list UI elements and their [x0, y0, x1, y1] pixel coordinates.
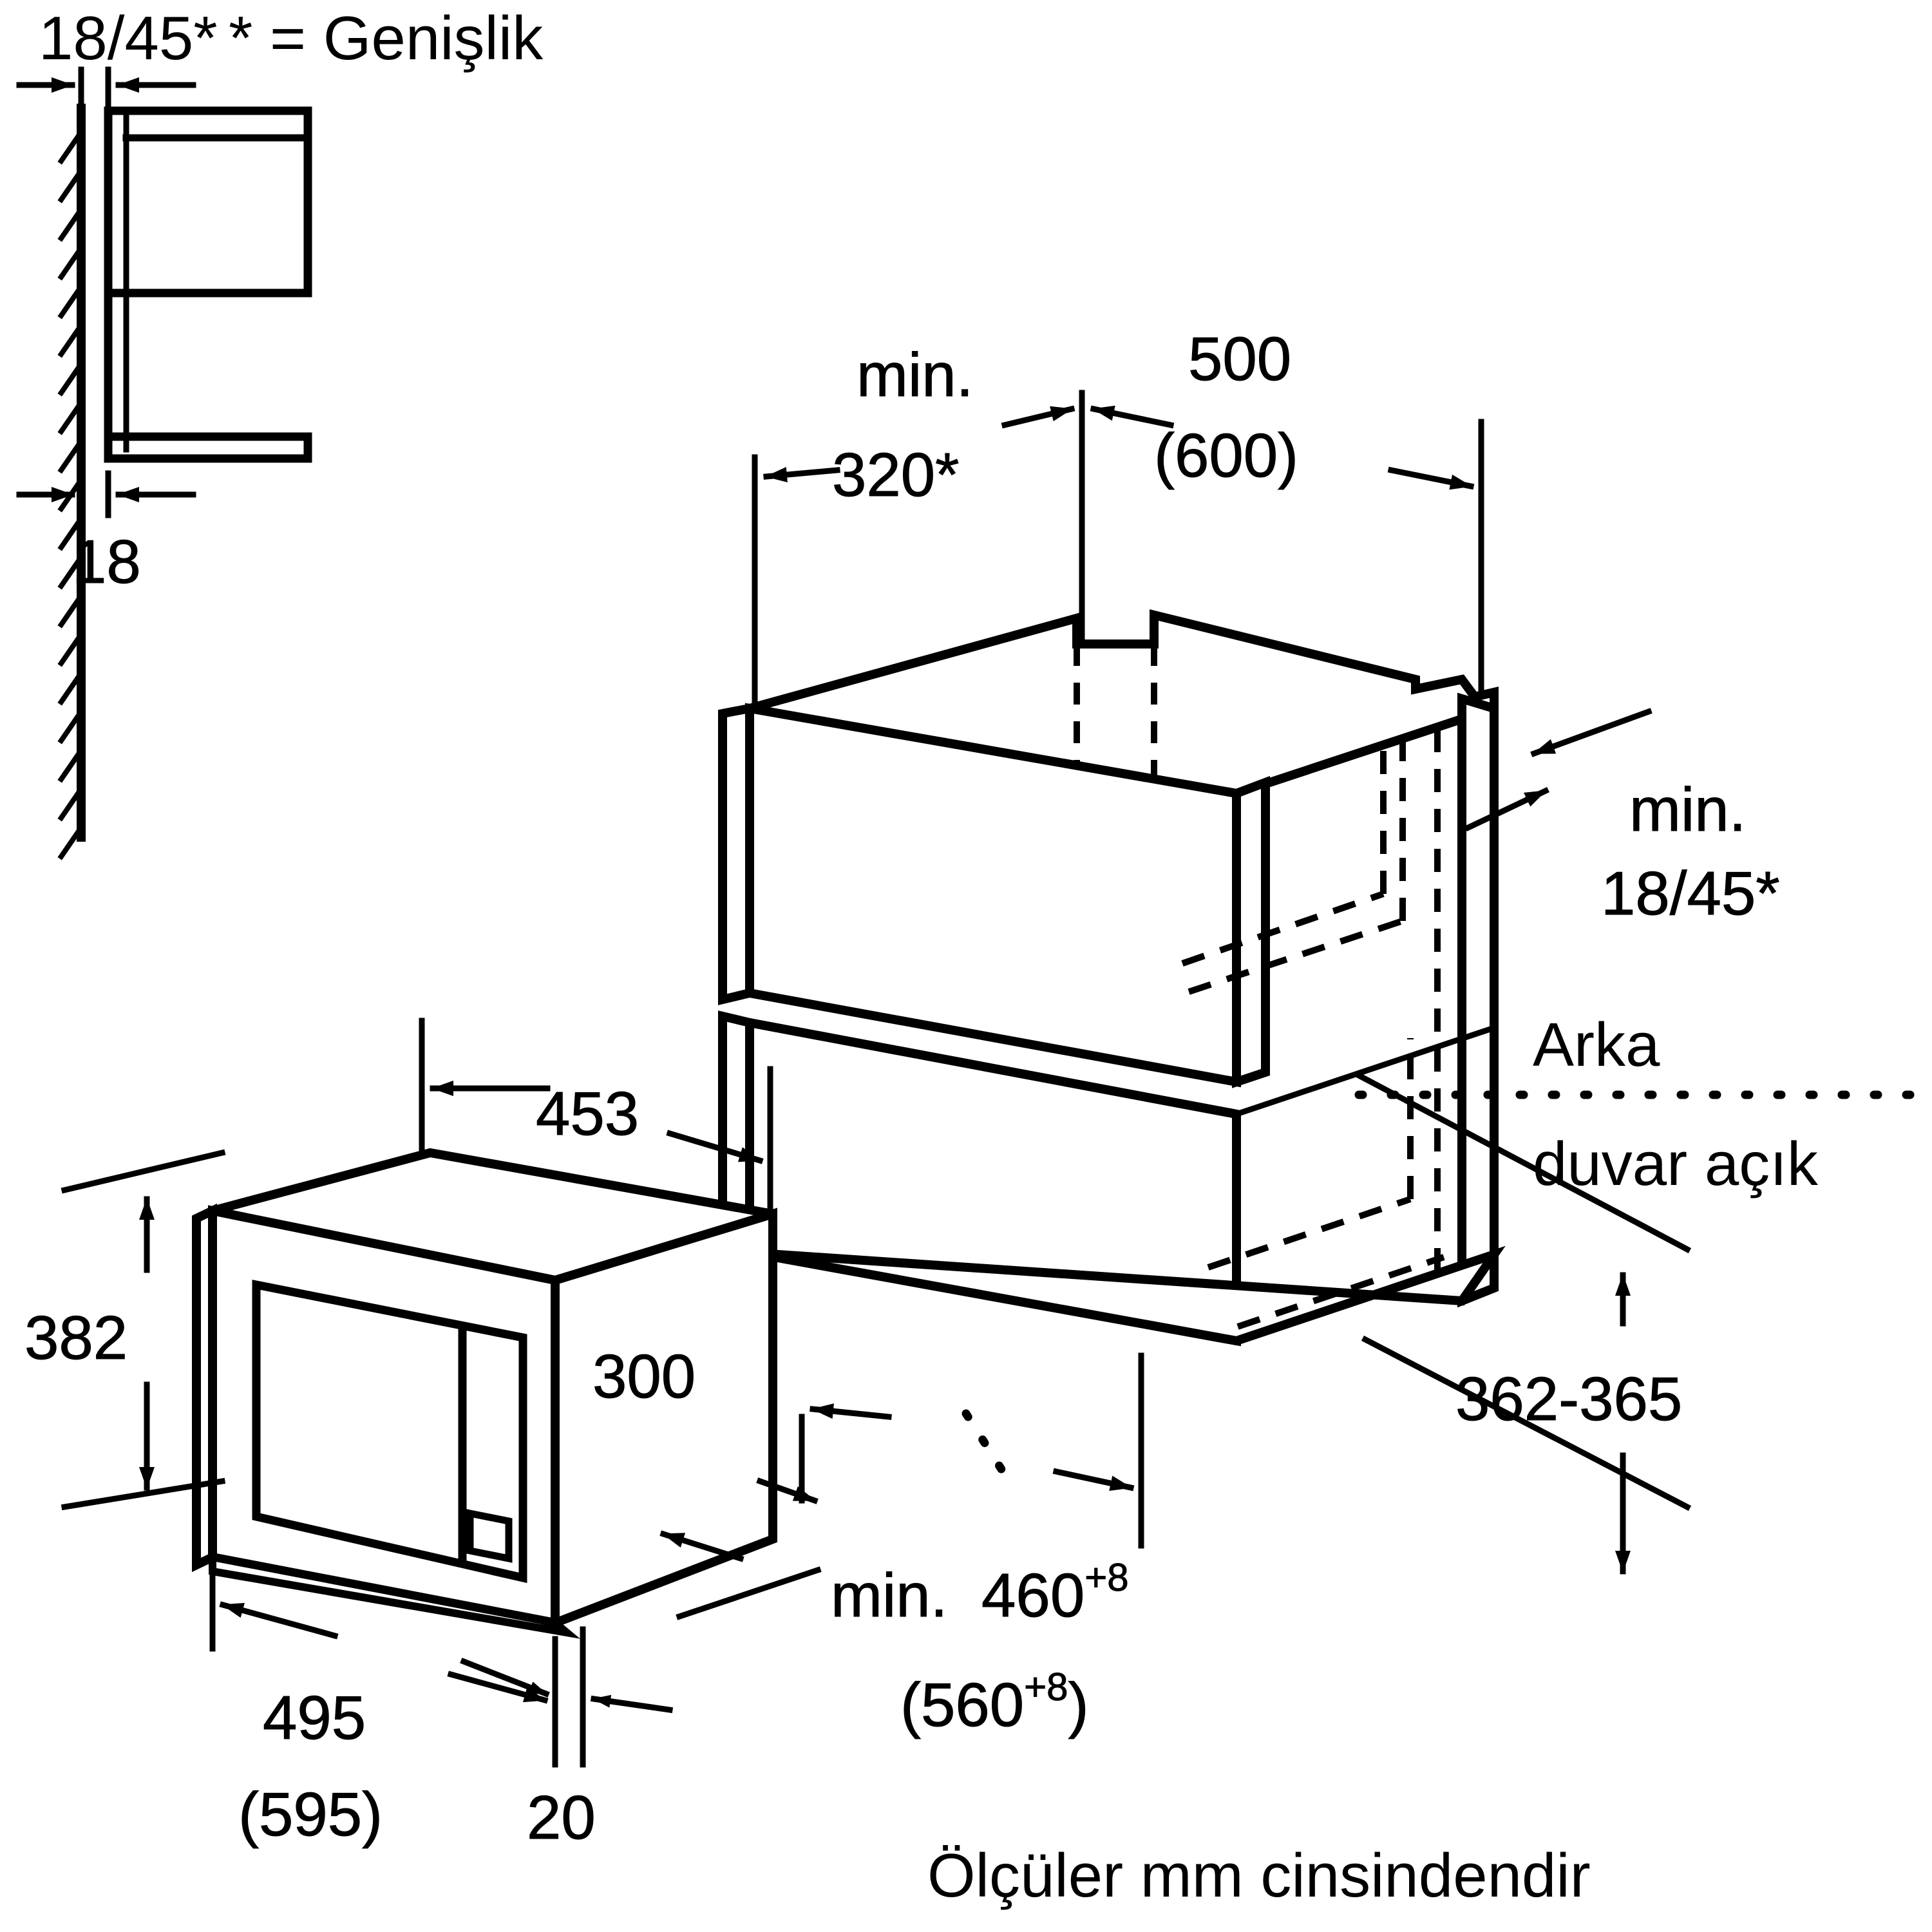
- back-wall-note-line1: Arka: [1533, 1010, 1660, 1079]
- appliance-depth-dimension: 453: [419, 1018, 773, 1269]
- dim-arrow-500-left: [1090, 405, 1175, 429]
- microwave-oven-isometric: [192, 1148, 777, 1639]
- niche-height-dimension: 362-365: [1354, 1071, 1692, 1575]
- dim-arrow-320-right: [1001, 405, 1075, 429]
- dim-460-arrow-left: [810, 1403, 892, 1420]
- niche-height-ext-upper: [1354, 1071, 1692, 1254]
- niche-upper-left-board: [718, 703, 754, 1005]
- oven-latch-button: [466, 1509, 513, 1563]
- back-wall-note-line2: duvar açık: [1533, 1130, 1819, 1198]
- oven-right-face: [551, 1208, 777, 1630]
- header-legend: * = Genişlik: [229, 4, 544, 73]
- side-clearance-value: 18/45*: [1601, 859, 1780, 928]
- dim-495-label: 495: [263, 1683, 366, 1752]
- dim-560-alt: (560+8): [900, 1665, 1089, 1739]
- dim-300-ext: [676, 1566, 822, 1620]
- oven-door-inner-frame: [252, 1280, 527, 1584]
- dim-600-value: (600): [1154, 421, 1298, 490]
- plan-upper-cabinet-outer: [104, 106, 312, 298]
- niche-mid-shelf-front: [748, 1018, 1238, 1119]
- dim-20-arrow-left: [460, 1658, 550, 1698]
- dim-300-label: 300: [592, 1342, 696, 1411]
- dim-20-label: 20: [527, 1783, 596, 1852]
- dim-320-value: 320*: [832, 440, 960, 509]
- niche-top-dimension-chain: min. 320* 500 (600): [752, 325, 1484, 737]
- header-left-dimension: 18/45*: [39, 4, 218, 73]
- niche-height-ext-lower: [1361, 1335, 1692, 1511]
- plan-bottom-dimension-label: 18: [72, 527, 141, 596]
- appliance-body-height-dimension: 300: [592, 1342, 822, 1620]
- niche-hidden-notch-lines: [1074, 644, 1157, 776]
- niche-mid-shelf-side: [1235, 1025, 1495, 1117]
- oven-door-thickness: [192, 1203, 217, 1573]
- niche-right-outer-panel: [1457, 692, 1499, 1308]
- niche-hidden-lower-inner: [1207, 1038, 1445, 1330]
- back-wall-note: Arka duvar açık: [1533, 1010, 1819, 1198]
- side-clearance-dimension: min. 18/45*: [1464, 708, 1780, 929]
- dim-arrow-320-left: [763, 467, 840, 483]
- dim-300-arrow-left: [659, 1530, 744, 1562]
- dim-460-dotted-leader: [961, 1409, 1016, 1489]
- cabinet-niche-isometric: [718, 609, 1930, 1347]
- side-clearance-prefix: min.: [1629, 775, 1746, 844]
- dim-382-ext-top: [61, 1149, 226, 1194]
- dim-300-arrow-right: [756, 1477, 819, 1504]
- dim-320-prefix: min.: [857, 341, 973, 410]
- dim-arrow-500-right: [1387, 466, 1475, 490]
- niche-upper-right-board: [1232, 775, 1270, 1088]
- dim-595-label: (595): [238, 1780, 383, 1849]
- dim-495-arrow-right: [447, 1671, 549, 1704]
- dim-20-arrow-right: [590, 1694, 674, 1714]
- dim-500-value: 500: [1188, 325, 1291, 393]
- wall-hatch: [57, 128, 85, 860]
- dim-460-prefix: min. 460+8: [831, 1556, 1129, 1630]
- dim-495-arrow-left: [219, 1601, 339, 1640]
- dim-382-ext-bottom: [61, 1477, 226, 1511]
- dim-453-arrow-right: [666, 1130, 764, 1164]
- niche-floor-slab: [748, 1245, 1506, 1346]
- niche-depth-bottom-dimension: min. 460+8 (560+8): [799, 1352, 1144, 1740]
- appliance-width-dimension: 495 (595) 20: [209, 1568, 674, 1853]
- niche-hidden-upper-inner: [1181, 729, 1441, 1282]
- dim-382-label: 382: [24, 1303, 128, 1372]
- plan-detail-view: 18: [16, 66, 312, 860]
- appliance-height-dimension: 382: [24, 1149, 226, 1511]
- niche-height-label: 362-365: [1455, 1365, 1682, 1434]
- oven-door-bottom-edge: [209, 1552, 581, 1639]
- dim-460-arrow-right: [1052, 1468, 1135, 1492]
- oven-top-right-seam: [554, 1210, 774, 1284]
- side-clearance-arrow-lower: [1464, 787, 1549, 831]
- side-clearance-arrow-upper: [1530, 708, 1653, 757]
- dim-453-label: 453: [536, 1079, 639, 1148]
- header-group: 18/45* * = Genişlik: [39, 4, 544, 73]
- footer-units-note: Ölçüler mm cinsindendir: [927, 1841, 1591, 1910]
- plan-lower-shelf: [104, 432, 312, 463]
